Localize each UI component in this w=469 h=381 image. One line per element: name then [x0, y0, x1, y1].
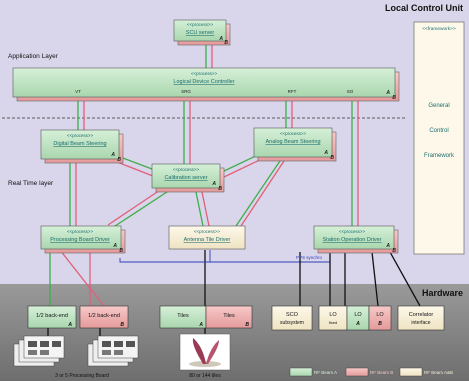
- legend-label-b: RF Beam B: [370, 370, 393, 375]
- legend-label-ab: RF Beam A&B: [424, 370, 453, 375]
- cal-letter-b: B: [218, 186, 222, 192]
- scu-letter-a: A: [218, 36, 223, 42]
- scu-server-process[interactable]: <<process>> SCU server A B: [173, 19, 231, 46]
- ldc-label: Logical Device Controller: [173, 79, 234, 85]
- cal-letter-a: A: [211, 181, 216, 187]
- lo-a-letter: A: [355, 321, 360, 327]
- pbd-letter-a: A: [112, 243, 117, 249]
- tiles-b-label: Tiles: [223, 313, 235, 319]
- cal-stereotype: <<process>>: [173, 167, 200, 172]
- backend-a-box[interactable]: 1/2 back-end A: [27, 305, 77, 329]
- ldc-port-vt: VT: [75, 89, 81, 94]
- tiles-b-box[interactable]: Tiles B: [205, 305, 253, 329]
- abs-letter-a: A: [323, 150, 328, 156]
- lo-a-box[interactable]: LO A: [346, 305, 370, 331]
- general-control-framework: <<framework>> General Control Framework: [413, 21, 465, 255]
- abs-letter-b: B: [330, 155, 334, 161]
- ldc-port-rft: RFT: [288, 89, 297, 94]
- boards-caption: 3 or 5 Processing Board: [55, 373, 109, 379]
- correlator-label-line1: Correlator: [409, 312, 434, 318]
- abs-stereotype: <<process>>: [280, 131, 307, 136]
- pbd-stereotype: <<process>>: [67, 229, 94, 234]
- scu-letter-b: B: [224, 40, 228, 46]
- lcu-title: Local Control Unit: [385, 3, 463, 13]
- processing-board-driver-process[interactable]: <<process>> Processing Board Driver A B: [40, 225, 126, 254]
- board-stack-left: [13, 335, 65, 367]
- sco-subsystem-box[interactable]: SCO subsystem: [271, 305, 313, 331]
- abs-label: Analog Beam Steering: [265, 139, 320, 145]
- station-operation-driver-process[interactable]: <<process>> Station Operation Driver A B: [313, 225, 399, 254]
- atd-stereotype: <<process>>: [194, 229, 221, 234]
- framework-label-line1: General: [428, 103, 449, 109]
- lo-b-letter: B: [378, 321, 382, 327]
- ldc-port-srg: SRG: [181, 89, 191, 94]
- dbs-label: Digital Beam Steering: [53, 141, 106, 147]
- pps-synchro-label: PPS synchro: [296, 255, 323, 260]
- correlator-interface-box[interactable]: Correlator interface: [397, 305, 445, 331]
- realtime-layer-label: Real Time layer: [8, 180, 54, 187]
- antenna-tile-driver-process[interactable]: <<process>> Antenna Tile Driver: [168, 225, 246, 250]
- analog-beam-steering-process[interactable]: <<process>> Analog Beam Steering A B: [253, 127, 337, 162]
- dbs-letter-a: A: [110, 152, 115, 158]
- framework-label-line3: Framework: [424, 153, 455, 159]
- ldc-port-so: SO: [347, 89, 354, 94]
- lo-fixed-label: LO: [329, 312, 337, 318]
- legend-swatch-ab: [399, 367, 423, 377]
- sod-label: Station Operation Driver: [323, 237, 382, 243]
- board-stack-right: [87, 335, 139, 367]
- backend-a-letter: A: [67, 322, 72, 328]
- tiles-a-letter: A: [198, 322, 203, 328]
- ldc-letter-a: A: [385, 90, 390, 96]
- sod-stereotype: <<process>>: [339, 229, 366, 234]
- tiles-a-label: Tiles: [177, 313, 189, 319]
- pbd-label: Processing Board Driver: [50, 237, 110, 243]
- scu-server-label: SCU server: [186, 30, 215, 36]
- sod-letter-a: A: [385, 243, 390, 249]
- ldc-letter-b: B: [392, 95, 396, 101]
- connector-lines: [47, 45, 421, 342]
- lo-b-label: LO: [376, 312, 384, 318]
- backend-b-box[interactable]: 1/2 back-end B: [79, 305, 129, 329]
- legend: RF Beam A RF Beam B RF Beam A&B: [289, 367, 453, 377]
- atd-label: Antenna Tile Driver: [184, 237, 231, 243]
- pbd-letter-b: B: [119, 248, 123, 254]
- correlator-label-line2: interface: [411, 320, 430, 326]
- digital-beam-steering-process[interactable]: <<process>> Digital Beam Steering A B: [40, 129, 124, 164]
- dbs-letter-b: B: [117, 157, 121, 163]
- lo-b-box[interactable]: LO B: [368, 305, 392, 331]
- calibration-server-process[interactable]: <<process>> Calibration server A B: [151, 163, 225, 193]
- backend-b-letter: B: [120, 322, 124, 328]
- sco-label-line2: subsystem: [280, 320, 304, 326]
- scu-stereotype: <<process>>: [187, 22, 214, 27]
- hardware-panel: [0, 284, 469, 381]
- logical-device-controller-process[interactable]: <<process>> Logical Device Controller VT…: [12, 67, 400, 102]
- legend-swatch-b: [345, 367, 369, 377]
- lo-fixed-box[interactable]: LO fixed: [318, 305, 348, 331]
- backend-a-label: 1/2 back-end: [36, 313, 68, 319]
- legend-label-a: RF Beam A: [314, 370, 337, 375]
- dbs-stereotype: <<process>>: [67, 133, 94, 138]
- antenna-tiles-illustration: 80 or 144 tiles: [179, 333, 231, 379]
- lo-a-label: LO: [354, 312, 362, 318]
- framework-stereotype: <<framework>>: [422, 26, 456, 32]
- framework-label-line2: Control: [429, 128, 448, 134]
- cal-label: Calibration server: [164, 175, 207, 181]
- sco-label-line1: SCO: [286, 312, 299, 318]
- lo-fixed-sub: fixed: [329, 320, 337, 325]
- tiles-caption: 80 or 144 tiles: [189, 373, 221, 379]
- tiles-a-box[interactable]: Tiles A: [159, 305, 207, 329]
- application-layer-label: Application Layer: [8, 53, 59, 60]
- tiles-b-letter: B: [245, 322, 249, 328]
- backend-b-label: 1/2 back-end: [88, 313, 120, 319]
- legend-swatch-a: [289, 367, 313, 377]
- processing-boards-illustration: 3 or 5 Processing Board: [13, 335, 139, 379]
- ldc-stereotype: <<process>>: [191, 71, 218, 76]
- sod-letter-b: B: [392, 248, 396, 254]
- hardware-title: Hardware: [422, 288, 463, 298]
